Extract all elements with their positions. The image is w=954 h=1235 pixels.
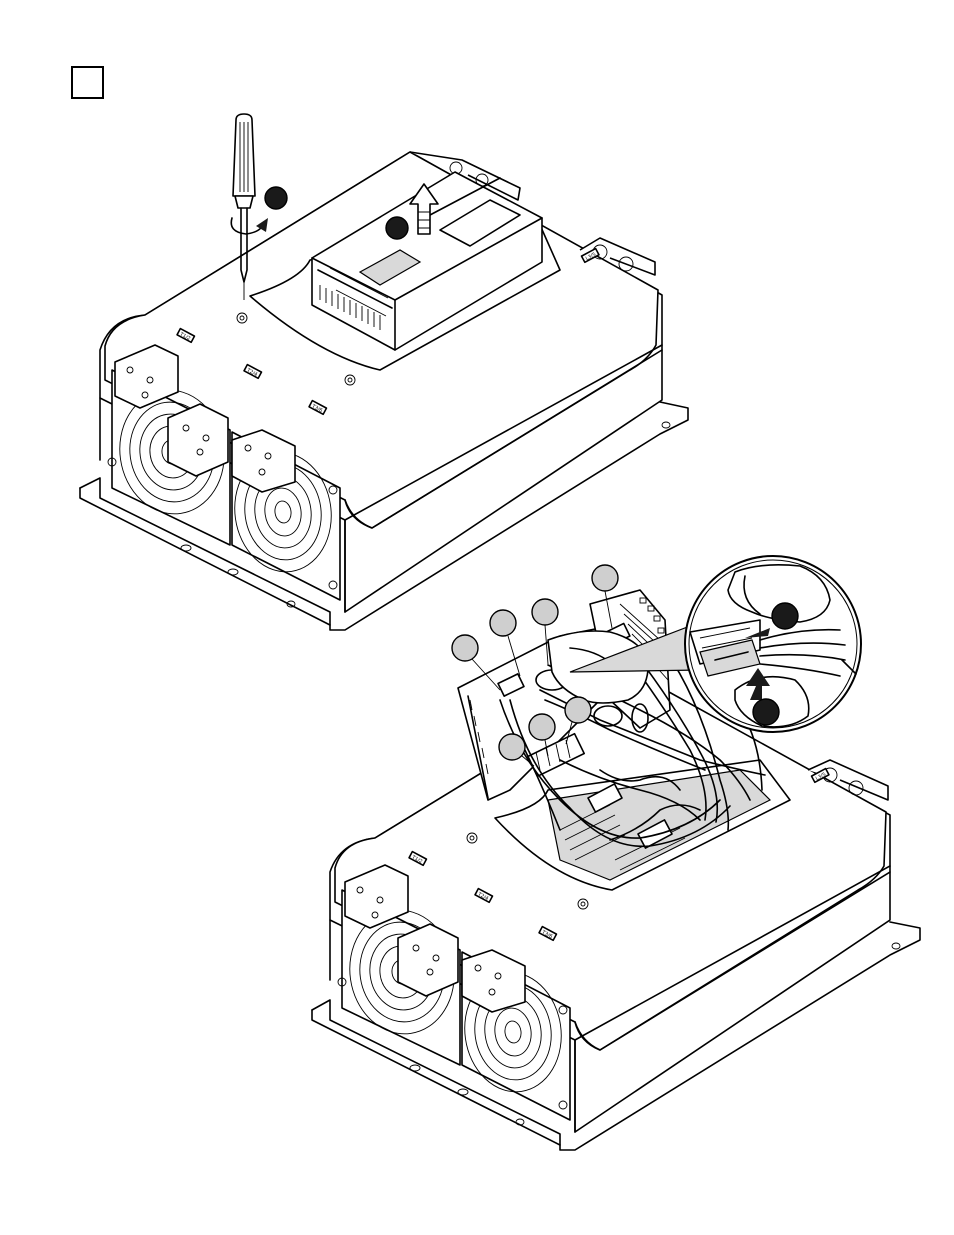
connector-callout-1 [452,635,478,661]
connector-callout-5 [565,697,591,723]
connector-callout-4 [592,565,618,591]
rotate-arrow-icon [231,218,268,234]
connector-callout-2 [490,610,516,636]
connector-callout-3 [532,599,558,625]
callout-lift [386,217,408,239]
connector-callout-7 [499,734,525,760]
callout-detail-pull [772,603,798,629]
callout-detail-push [753,699,779,725]
top-drive-unit: T1/2 T2/4 T3/6 L3/5 [80,152,688,630]
connector-callout-6 [529,714,555,740]
callout-screw [265,187,287,209]
bottom-drive-unit: T1/2 T2/4 T3/6 L3/5 [312,676,920,1150]
